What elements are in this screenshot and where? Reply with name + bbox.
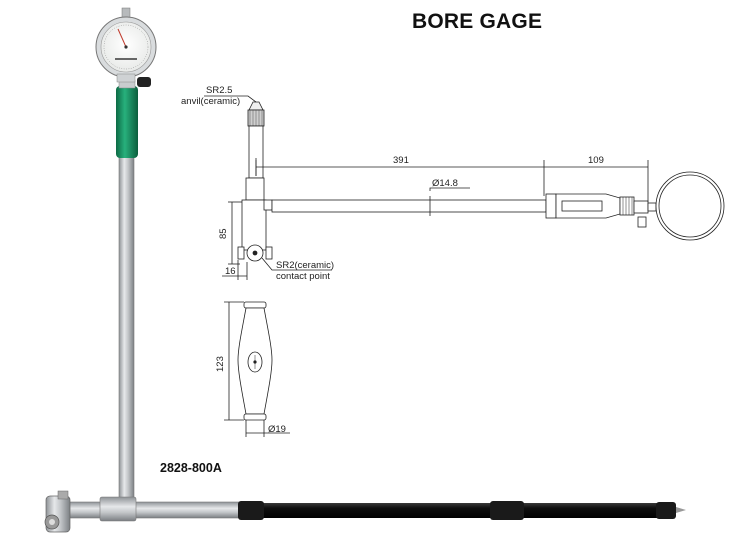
contact-point-label: contact point [276, 271, 330, 282]
contact-radius-label: SR2(ceramic) [276, 260, 334, 271]
extension-rod [238, 501, 686, 520]
clamp-knob [137, 77, 151, 87]
anvil-material-label: anvil(ceramic) [181, 96, 240, 107]
body-block-drawing [237, 177, 273, 262]
anvil-leader [204, 95, 257, 103]
contact-leader [261, 257, 332, 271]
offset-dimension-label: 16 [225, 266, 236, 277]
dimension-lines-top [255, 160, 649, 202]
guide-drawing [237, 301, 273, 421]
anvil-radius-label: SR2.5 [206, 85, 232, 96]
grip-drawing [545, 193, 657, 228]
guide-diameter-label: Ø19 [268, 424, 286, 435]
dimension-123 [224, 301, 244, 421]
model-number: 2828-800A [160, 461, 222, 475]
dial-drawing [655, 171, 725, 241]
green-grip [116, 79, 138, 158]
measuring-head [44, 490, 71, 533]
dimension-16 [222, 260, 248, 280]
height-dimension-label: 85 [218, 228, 229, 239]
rod-diameter-leader [429, 187, 470, 191]
length-dimension-label: 391 [393, 155, 409, 166]
guide-height-dimension-label: 123 [215, 356, 226, 372]
anvil-drawing [247, 101, 265, 179]
dial-indicator-photo [95, 7, 157, 83]
page-title: BORE GAGE [412, 10, 543, 33]
rod-drawing [271, 196, 547, 216]
head-dimension-label: 109 [588, 155, 604, 166]
dimension-19 [245, 420, 290, 437]
rod-diameter-label: Ø14.8 [432, 178, 458, 189]
